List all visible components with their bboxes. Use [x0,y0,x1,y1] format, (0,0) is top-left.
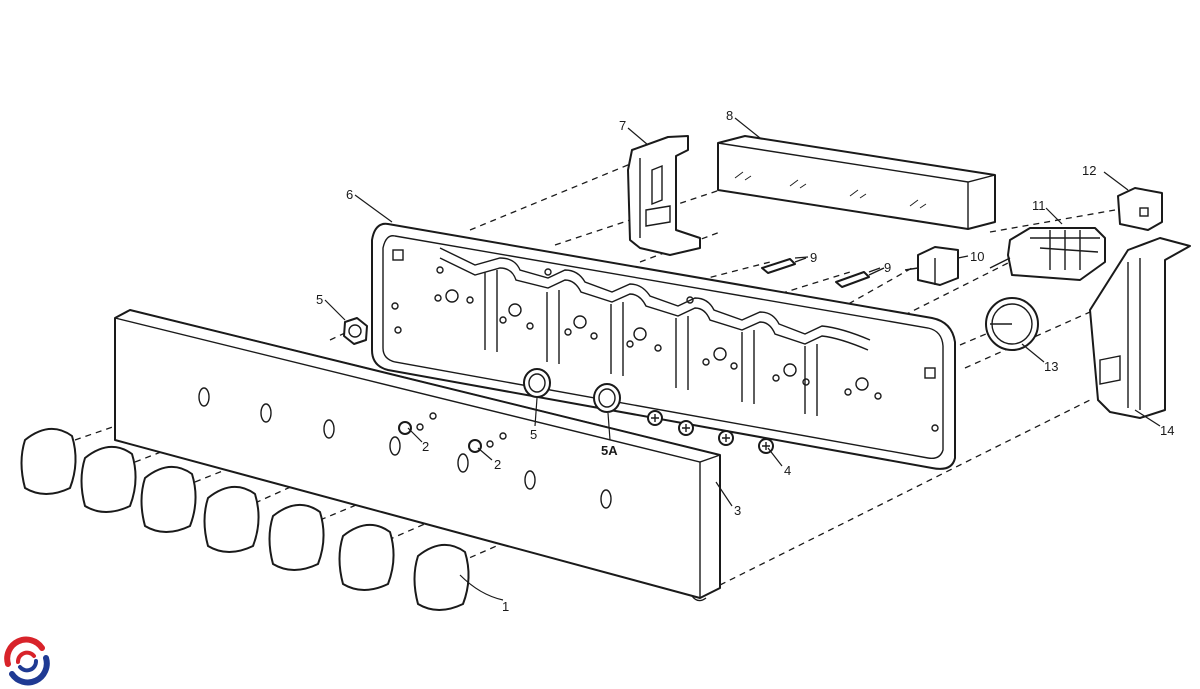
callout-13: 13 [1044,359,1058,374]
knob-2 [80,446,137,513]
callout-2a: 2 [422,439,429,454]
part-13-thermostat [985,297,1039,351]
part-7-mounting-bracket [627,135,701,256]
callout-11: 11 [1032,198,1046,213]
knob-6 [338,524,395,591]
callout-12: 12 [1082,163,1096,178]
part-9-terminals [761,257,885,288]
part-3-front-fascia [114,309,721,602]
callout-2b: 2 [494,457,501,472]
callout-14: 14 [1160,423,1174,438]
callout-labels: 1 2 2 3 4 5 5 5A 6 7 8 9 9 10 11 12 13 1… [316,108,1174,614]
part-8-housing-box [717,135,996,230]
part-14-side-bracket [1089,237,1191,419]
knob-3 [140,466,197,533]
part-12-clip [1117,187,1163,231]
callout-5A: 5A [601,443,618,458]
knob-4 [203,486,260,553]
part-5-nut [343,317,368,345]
knob-7 [413,544,470,611]
callout-10: 10 [970,249,984,264]
callout-8: 8 [726,108,733,123]
callout-1: 1 [502,599,509,614]
part-1-control-knobs [20,428,470,611]
part-11-selector-switch [989,227,1106,281]
callout-9b: 9 [884,260,891,275]
callout-6: 6 [346,187,353,202]
knob-5 [268,504,325,571]
callout-5a: 5 [316,292,323,307]
part-10-switch-block [904,246,959,286]
part-5-bezel [523,368,551,398]
leader-lines [324,117,1161,601]
part-5A-bezel [593,383,621,413]
part-6-rear-panel [371,222,956,470]
callout-7: 7 [619,118,626,133]
callout-9a: 9 [810,250,817,265]
callout-5b: 5 [530,427,537,442]
callout-3: 3 [734,503,741,518]
part-4-screws [647,410,774,454]
part-2-indicator-lamps [398,412,507,453]
callout-4: 4 [784,463,791,478]
brand-swirl-logo [4,636,50,686]
knob-1 [20,428,77,495]
